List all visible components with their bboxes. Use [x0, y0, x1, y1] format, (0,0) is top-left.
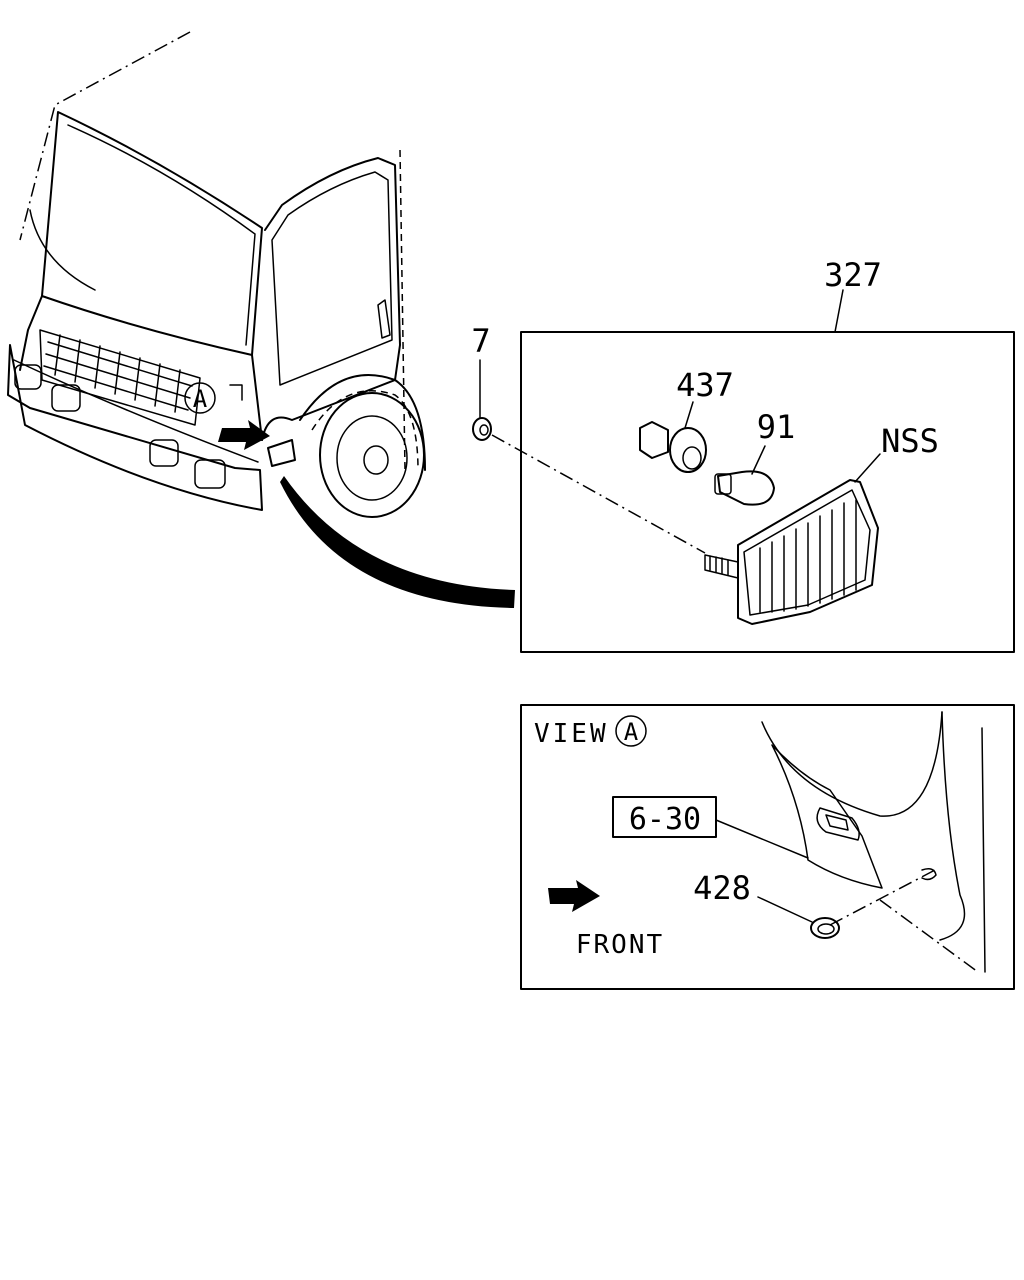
callout-nss: NSS — [881, 422, 939, 460]
detail-connector-curve — [280, 476, 515, 608]
callout-bulb: 91 — [757, 408, 796, 446]
view-title-letter: A — [624, 718, 639, 746]
side-lamp-housing — [704, 479, 879, 625]
reference-box — [612, 796, 809, 859]
front-label: FRONT — [576, 930, 664, 960]
view-marker-a: A — [184, 382, 216, 414]
view-title: VIEW — [534, 719, 609, 749]
view-direction-arrow — [218, 420, 270, 450]
callout-socket: 437 — [676, 366, 734, 404]
plug-part — [757, 896, 840, 939]
nut-part — [472, 359, 706, 554]
marker-letter: A — [193, 385, 208, 413]
view-a-box — [520, 704, 1015, 990]
detail-box-assembly — [520, 289, 1015, 653]
bulb-part — [714, 445, 775, 506]
truck-cab-illustration — [7, 31, 426, 518]
socket-part — [639, 401, 707, 473]
front-arrow-icon — [548, 880, 600, 912]
view-title-marker: A — [615, 715, 647, 747]
fender-panel-view — [761, 711, 986, 973]
callout-nut: 7 — [471, 322, 490, 360]
callout-reference: 6-30 — [629, 802, 701, 837]
callout-assembly: 327 — [824, 256, 882, 294]
callout-plug: 428 — [693, 869, 751, 907]
